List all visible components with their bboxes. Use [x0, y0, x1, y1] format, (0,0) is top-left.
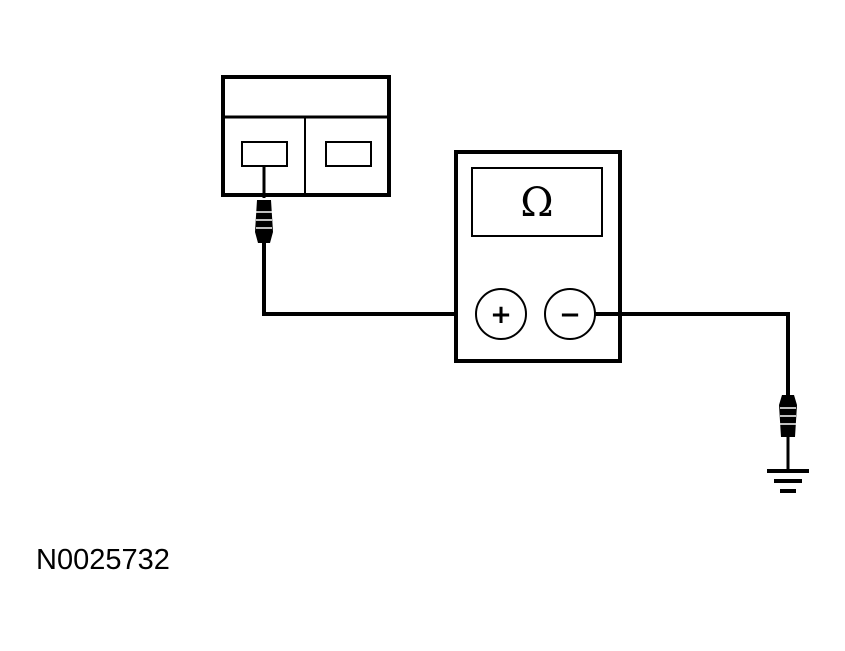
probe-ribs-negative	[780, 407, 796, 425]
ohm-symbol: Ω	[520, 180, 553, 226]
minus-sign: −	[559, 300, 581, 330]
ground-symbol-icon	[767, 469, 809, 493]
negative-wire	[595, 312, 790, 395]
positive-wire	[262, 243, 476, 316]
reference-code: N0025732	[36, 544, 170, 576]
connector	[221, 75, 391, 197]
connector-pin-right	[325, 141, 372, 167]
probe-tip-positive	[255, 200, 273, 243]
connector-pin-left	[241, 141, 288, 167]
probe-ribs-positive	[256, 211, 272, 229]
positive-lead	[255, 166, 476, 316]
positive-terminal	[475, 288, 527, 340]
ohmmeter: Ω + −	[454, 150, 622, 363]
plus-sign: +	[490, 300, 512, 330]
meter-display	[471, 167, 603, 237]
negative-lead	[595, 312, 797, 470]
